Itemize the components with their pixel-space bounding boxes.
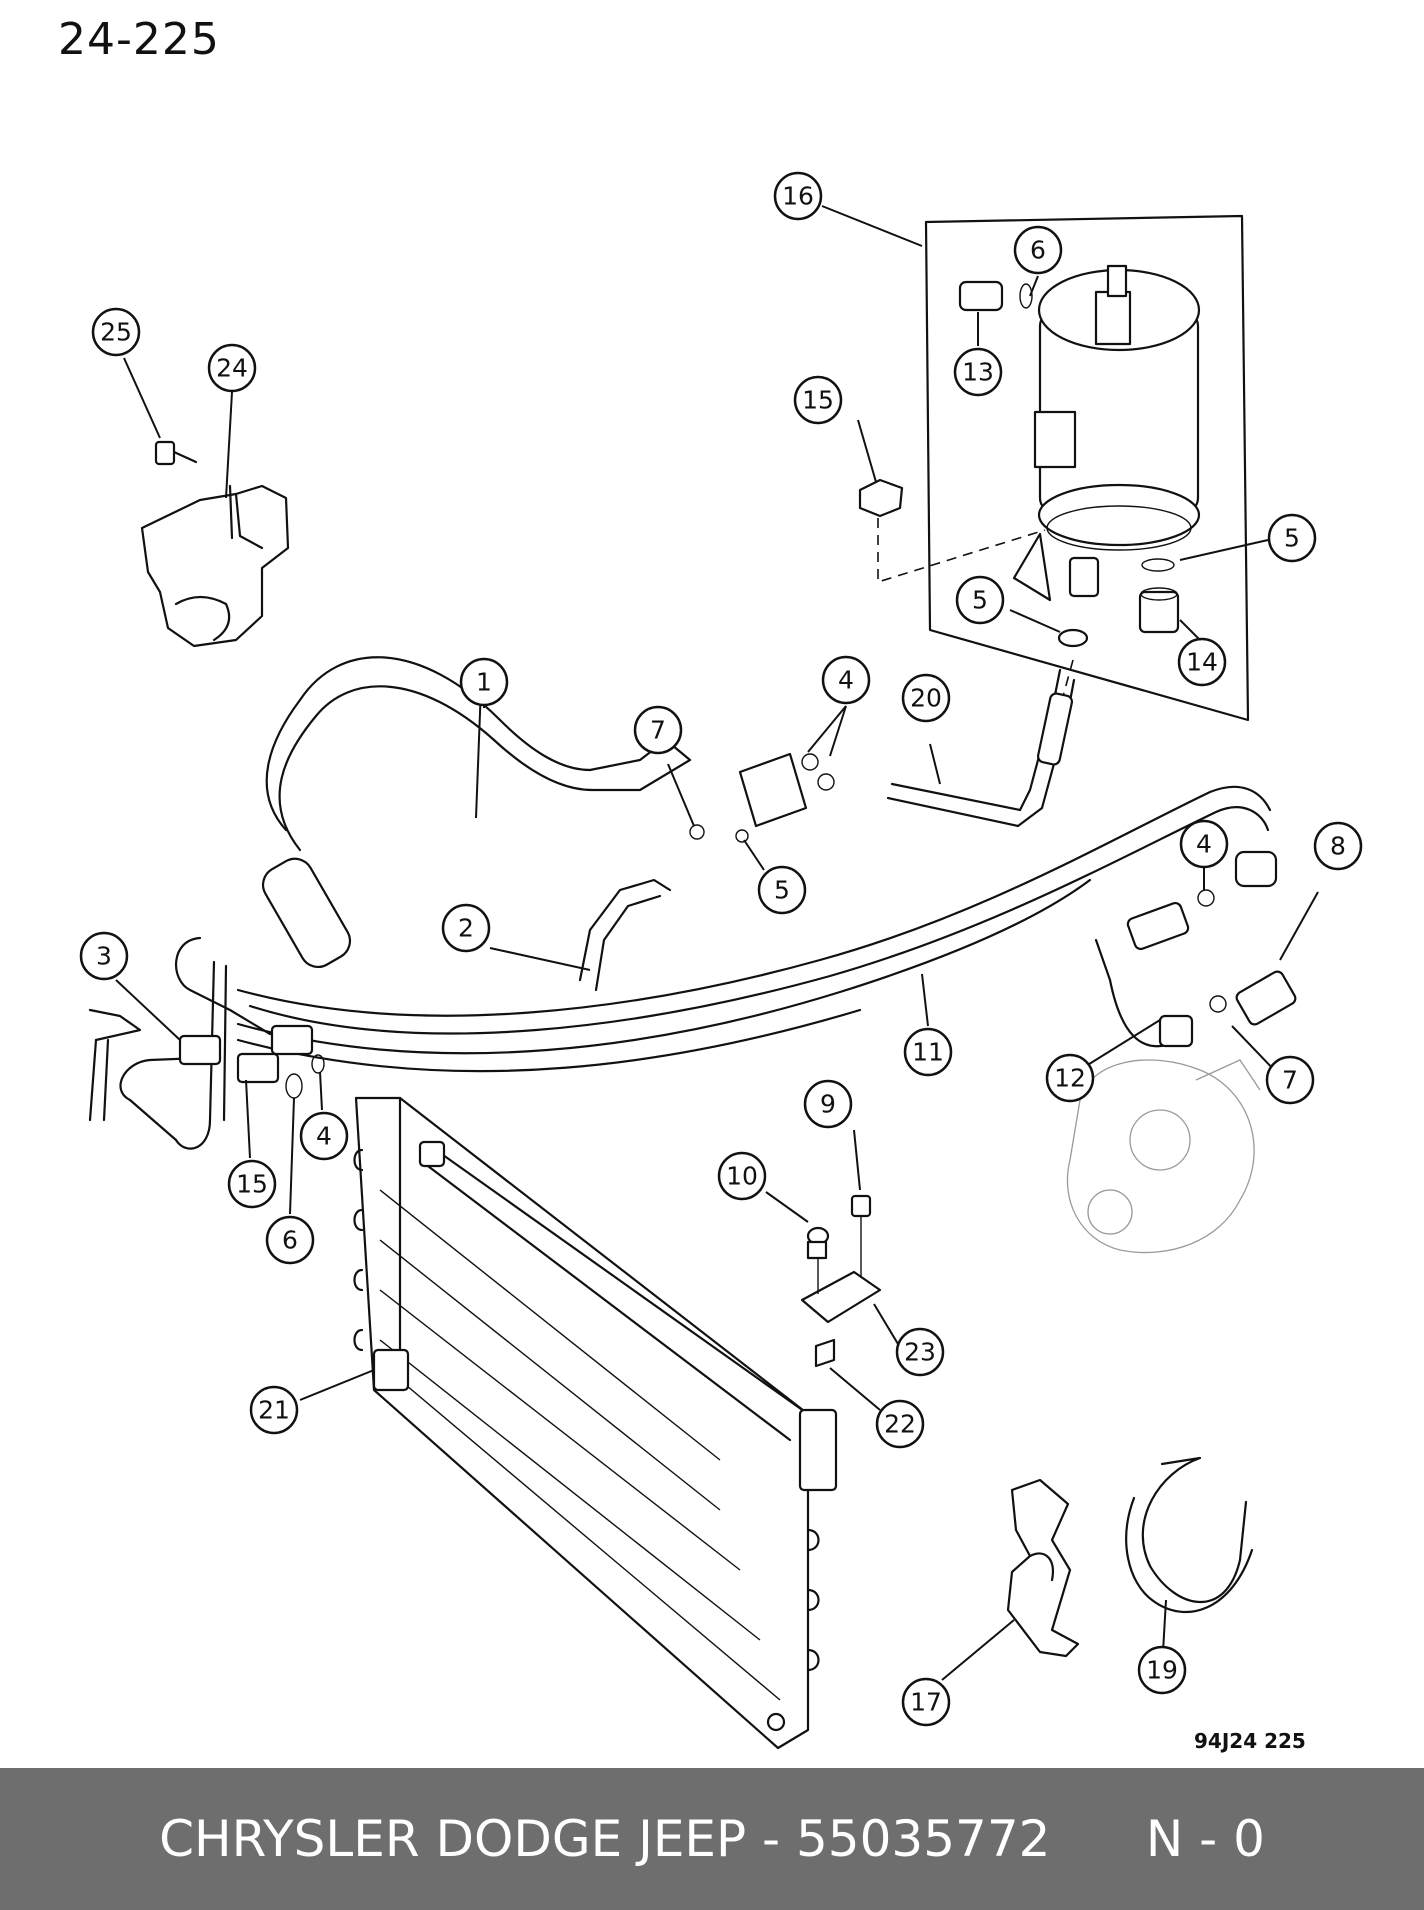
callout-3: 3 [79, 931, 129, 981]
footer-text: CHRYSLER DODGE JEEP - 55035772 N - 0 [0, 1768, 1424, 1910]
callout-6-left-label: 6 [282, 1226, 298, 1255]
footer-variant: N - 0 [1145, 1810, 1265, 1868]
callout-15-label: 15 [236, 1170, 268, 1199]
condenser [353, 1096, 838, 1750]
clip-17 [1006, 1478, 1080, 1658]
callout-8-label: 8 [1330, 832, 1346, 861]
callout-5-mid-label: 5 [972, 586, 988, 615]
callout-10: 10 [717, 1151, 767, 1201]
callout-15: 15 [227, 1159, 277, 1209]
footer-separator: - [746, 1810, 796, 1868]
callout-12: 12 [1045, 1053, 1095, 1103]
callout-21-label: 21 [258, 1396, 290, 1425]
callout-18-label: 16 [782, 182, 814, 211]
footer-part-number: 55035772 [796, 1810, 1051, 1868]
receiver-drier-assembly [858, 214, 1250, 722]
callout-24: 24 [207, 343, 257, 393]
callout-17-label: 17 [910, 1688, 942, 1717]
callout-23-label: 23 [904, 1338, 936, 1367]
callout-14-label: 14 [1186, 648, 1218, 677]
callout-20: 20 [901, 673, 951, 723]
callout-9: 9 [803, 1079, 853, 1129]
callout-5-right-label: 5 [1284, 524, 1300, 553]
callout-20-label: 20 [910, 684, 942, 713]
callout-5-lower: 5 [757, 865, 807, 915]
page-code: 24-225 [58, 14, 220, 65]
callout-17: 17 [901, 1677, 951, 1727]
bracket-24 [140, 440, 290, 648]
callout-7-top-label: 7 [650, 716, 666, 745]
callout-5-lower-label: 5 [774, 876, 790, 905]
callout-4-right: 4 [1179, 819, 1229, 869]
callout-4-right-label: 4 [1196, 830, 1212, 859]
callout-25: 25 [91, 307, 141, 357]
callout-8: 8 [1313, 821, 1363, 871]
callout-18: 16 [773, 171, 823, 221]
callout-11-label: 11 [912, 1038, 944, 1067]
footer-brand: CHRYSLER DODGE JEEP [159, 1810, 747, 1868]
callout-4-top: 4 [821, 655, 871, 705]
bracket-23-hardware [800, 1194, 882, 1368]
callout-16-label: 15 [802, 386, 834, 415]
callout-11: 11 [903, 1027, 953, 1077]
diagram-code: 94J24 225 [1194, 1729, 1306, 1753]
callout-2-label: 2 [458, 914, 474, 943]
callout-5-right: 5 [1267, 513, 1317, 563]
leader-lines [115, 205, 1319, 1681]
callout-4-top-label: 4 [838, 666, 854, 695]
callout-12-label: 12 [1054, 1064, 1086, 1093]
callout-21: 21 [249, 1385, 299, 1435]
callout-3-label: 3 [96, 942, 112, 971]
callout-25-label: 25 [100, 318, 132, 347]
callout-4-left: 4 [299, 1111, 349, 1161]
callout-22: 22 [875, 1399, 925, 1449]
callout-10-label: 10 [726, 1162, 758, 1191]
callout-14: 14 [1177, 637, 1227, 687]
callout-1: 1 [459, 657, 509, 707]
callout-7-right-label: 7 [1282, 1066, 1298, 1095]
callout-6-top-label: 6 [1030, 236, 1046, 265]
callout-1-label: 1 [476, 668, 492, 697]
callout-7-top: 7 [633, 705, 683, 755]
callout-13: 13 [953, 347, 1003, 397]
footer-gap [1051, 1810, 1146, 1868]
callout-24-label: 24 [216, 354, 248, 383]
callout-7-right: 7 [1265, 1055, 1315, 1105]
callout-5-mid: 5 [955, 575, 1005, 625]
callout-23: 23 [895, 1327, 945, 1377]
callout-22-label: 22 [884, 1410, 916, 1439]
hose-lines [88, 656, 1297, 1150]
parts-diagram: 16 6 13 15 5 5 14 25 24 1 4 7 20 5 2 4 8… [79, 171, 1363, 1753]
callout-19: 19 [1137, 1645, 1187, 1695]
callout-19-label: 19 [1146, 1656, 1178, 1685]
callout-6-top: 6 [1013, 225, 1063, 275]
callout-2: 2 [441, 903, 491, 953]
callout-13-label: 13 [962, 358, 994, 387]
callout-4-left-label: 4 [316, 1122, 332, 1151]
callout-16: 15 [793, 375, 843, 425]
compressor-outline [1066, 1059, 1261, 1254]
callout-9-label: 9 [820, 1090, 836, 1119]
strap-19 [1125, 1456, 1254, 1614]
callout-6-left: 6 [265, 1215, 315, 1265]
footer-bar: CHRYSLER DODGE JEEP - 55035772 N - 0 [0, 1768, 1424, 1910]
